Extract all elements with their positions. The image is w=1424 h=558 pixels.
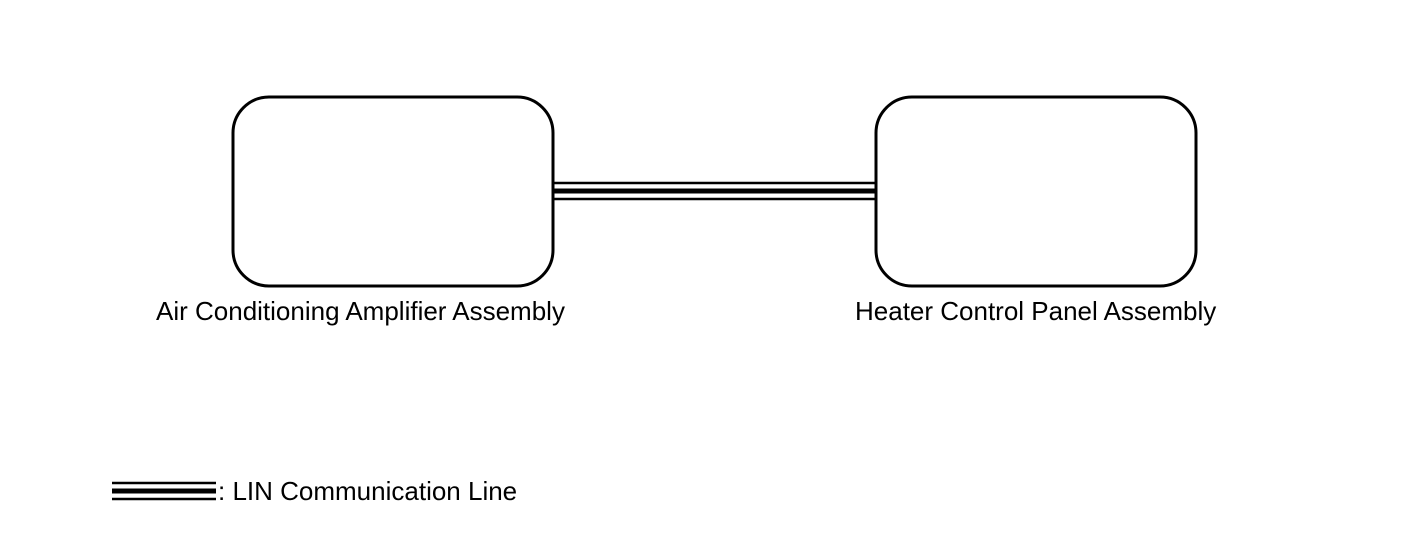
legend-label: : LIN Communication Line (218, 476, 518, 506)
heater-control-panel-label: Heater Control Panel Assembly (855, 296, 1217, 326)
heater-control-panel-box (874, 95, 1198, 288)
lin-communication-line (553, 181, 876, 201)
ac-amplifier-box (231, 95, 555, 288)
legend-line-symbol (112, 481, 216, 501)
ac-amplifier-label: Air Conditioning Amplifier Assembly (156, 296, 565, 326)
